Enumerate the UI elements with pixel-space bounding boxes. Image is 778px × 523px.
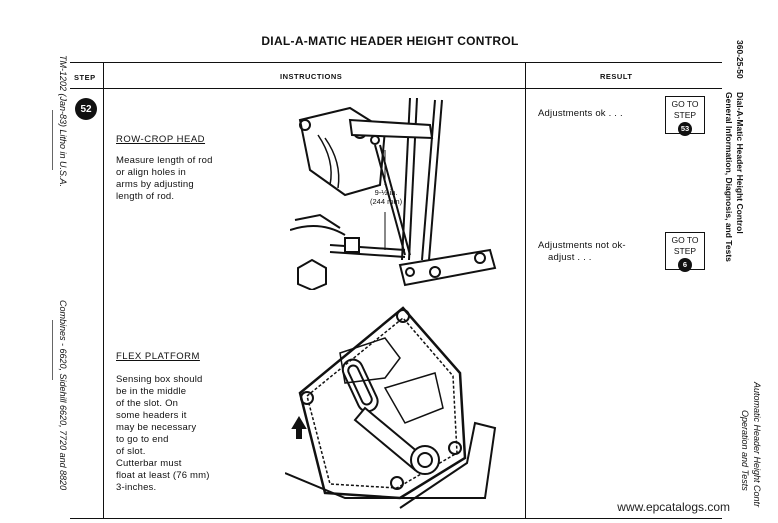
instruction-line: Measure length of rod <box>116 155 213 166</box>
instruction-line: some headers it <box>116 410 187 421</box>
flex-platform-sensing-box-illustration <box>285 306 497 509</box>
result-line: adjust . . . <box>548 252 592 263</box>
step-number-badge: 52 <box>75 98 97 120</box>
page-title: DIAL-A-MATIC HEADER HEIGHT CONTROL <box>261 34 519 48</box>
step-label: STEP <box>673 246 697 256</box>
step-column-divider <box>103 62 104 518</box>
flex-platform-heading: FLEX PLATFORM <box>116 351 200 362</box>
chapter-subtitle: Operation and Tests <box>740 410 750 491</box>
instruction-line: Sensing box should <box>116 374 203 385</box>
flex-platform-instructions: Sensing box should be in the middle of t… <box>116 374 210 494</box>
chapter-title: Automatic Header Height Contr <box>752 382 762 508</box>
table-bottom-rule <box>70 518 722 519</box>
goto-label: GO TO <box>671 99 699 109</box>
goto-step-number: 53 <box>678 122 692 136</box>
section-title: Dial-A-Matic Header Height Control <box>735 92 745 234</box>
result-ok-text: Adjustments ok . . . <box>538 108 623 120</box>
instruction-line: of slot. <box>116 446 146 457</box>
table-top-rule <box>70 62 722 63</box>
section-subtitle: General Information, Diagnosis, and Test… <box>724 92 734 262</box>
section-number: 360-25-50 <box>735 40 745 79</box>
result-not-ok-text: Adjustments not ok- adjust . . . <box>538 240 626 264</box>
goto-step-6-box: GO TO STEP 6 <box>665 232 705 272</box>
goto-label: GO TO <box>671 235 699 245</box>
instruction-line: to go to end <box>116 434 169 445</box>
instruction-line: be in the middle <box>116 386 187 397</box>
row-crop-linkage-illustration <box>290 97 497 290</box>
instruction-line: length of rod. <box>116 191 175 202</box>
binding-mark <box>52 110 53 170</box>
step-column-header: STEP <box>74 73 96 82</box>
watermark-text: www.epcatalogs.com <box>617 500 730 514</box>
step-label: STEP <box>673 110 697 120</box>
goto-step-number: 6 <box>678 258 692 272</box>
instruction-line: may be necessary <box>116 422 197 433</box>
instruction-line: of the slot. On <box>116 398 179 409</box>
publication-code: TM-1202 (Jan-83) Litho in U.S.A. <box>58 55 68 188</box>
instruction-line: 3-inches. <box>116 482 157 493</box>
goto-step-53-box: GO TO STEP 53 <box>665 96 705 136</box>
row-crop-heading: ROW-CROP HEAD <box>116 134 206 145</box>
result-line: Adjustments not ok- <box>538 240 626 251</box>
result-column-header: RESULT <box>600 72 633 81</box>
table-header-rule <box>70 88 722 89</box>
dimension-inches: 9-½ in. <box>374 188 398 197</box>
instruction-line: arms by adjusting <box>116 179 194 190</box>
instructions-column-header: INSTRUCTIONS <box>280 72 343 81</box>
instruction-line: or align holes in <box>116 167 186 178</box>
instruction-line: Cutterbar must <box>116 458 182 469</box>
result-line: Adjustments ok . . . <box>538 108 623 119</box>
model-list: Combines - 6620, Sidehill 6620, 7720 and… <box>58 300 68 491</box>
row-crop-instructions: Measure length of rod or align holes in … <box>116 155 213 203</box>
result-column-divider <box>525 62 526 518</box>
dimension-label: 9-½ in. (244 mm) <box>370 188 402 206</box>
dimension-mm: (244 mm) <box>370 197 403 206</box>
binding-mark <box>52 320 53 380</box>
instruction-line: float at least (76 mm) <box>116 470 210 481</box>
